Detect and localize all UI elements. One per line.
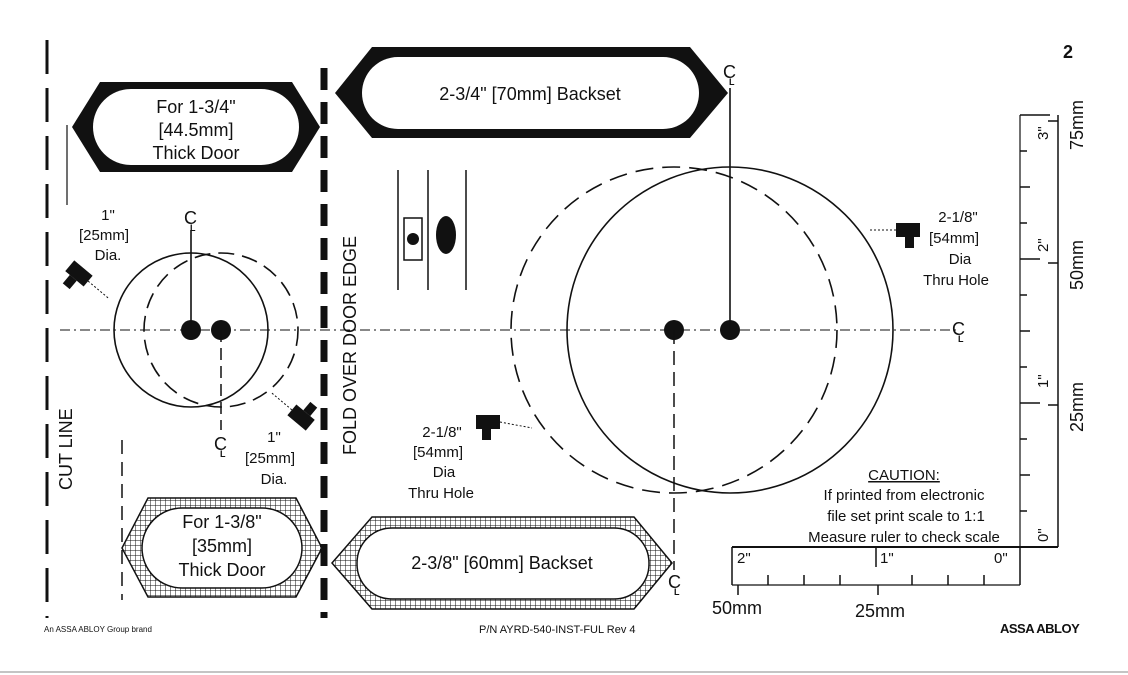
footer-logo: ASSA ABLOY — [1000, 621, 1080, 636]
svg-text:Measure ruler to check scale: Measure ruler to check scale — [808, 529, 1000, 546]
svg-text:25mm: 25mm — [855, 601, 905, 621]
svg-text:If printed from electronic: If printed from electronic — [824, 487, 985, 504]
drill-icon — [870, 223, 920, 248]
svg-text:2-3/8" [60mm] Backset: 2-3/8" [60mm] Backset — [411, 553, 592, 573]
thru-bore-holes — [510, 88, 894, 570]
thru-hole-label-right: 2-1/8" [54mm] Dia Thru Hole — [923, 209, 989, 289]
svg-text:0": 0" — [1035, 528, 1052, 542]
svg-text:Thru Hole: Thru Hole — [923, 272, 989, 289]
svg-text:50mm: 50mm — [1067, 240, 1087, 290]
drill-icon — [62, 260, 109, 299]
svg-text:2-1/8": 2-1/8" — [938, 209, 978, 226]
svg-text:Thru Hole: Thru Hole — [408, 485, 474, 502]
fold-line-label: FOLD OVER DOOR EDGE — [340, 236, 360, 455]
svg-text:Dia.: Dia. — [261, 471, 288, 488]
horizontal-ruler: 2" 1" 0" 50mm 25mm — [712, 546, 1021, 621]
svg-text:3": 3" — [1035, 126, 1052, 140]
svg-text:L: L — [729, 77, 735, 87]
svg-text:Dia: Dia — [433, 464, 456, 481]
svg-text:[25mm]: [25mm] — [245, 450, 295, 467]
svg-text:[44.5mm]: [44.5mm] — [158, 120, 233, 140]
footer-part-number: P/N AYRD-540-INST-FUL Rev 4 — [479, 624, 636, 636]
svg-text:C: C — [668, 572, 681, 592]
svg-text:0": 0" — [994, 550, 1008, 567]
centerline-mark-backset-60: CL — [668, 572, 681, 597]
svg-text:Dia.: Dia. — [95, 247, 122, 264]
svg-text:[54mm]: [54mm] — [929, 230, 979, 247]
centerline-mark-edge-top: CL — [184, 208, 197, 233]
svg-text:Dia: Dia — [949, 251, 972, 268]
svg-text:2-3/4" [70mm] Backset: 2-3/4" [70mm] Backset — [439, 84, 620, 104]
svg-text:C: C — [214, 434, 227, 454]
svg-text:2-1/8": 2-1/8" — [422, 424, 462, 441]
edge-bore-holes — [113, 230, 299, 430]
svg-text:1": 1" — [101, 207, 115, 224]
svg-text:For 1-3/4": For 1-3/4" — [156, 97, 235, 117]
drill-icon — [271, 392, 318, 431]
centerline-mark-horizontal: CL — [952, 319, 965, 344]
badge-backset-70mm: 2-3/4" [70mm] Backset — [335, 47, 728, 138]
svg-text:25mm: 25mm — [1067, 382, 1087, 432]
badge-door-thickness-1-3-8: For 1-3/8" [35mm] Thick Door — [121, 497, 323, 598]
svg-text:Thick Door: Thick Door — [152, 143, 239, 163]
svg-text:C: C — [952, 319, 965, 339]
svg-text:L: L — [958, 334, 964, 344]
latch-diagram — [397, 170, 467, 290]
svg-text:L: L — [220, 449, 226, 459]
svg-text:C: C — [184, 208, 197, 228]
footer-brand-note: An ASSA ABLOY Group brand — [44, 625, 152, 634]
svg-text:file set print scale to 1:1: file set print scale to 1:1 — [827, 508, 985, 525]
svg-text:[35mm]: [35mm] — [192, 536, 252, 556]
svg-text:[54mm]: [54mm] — [413, 444, 463, 461]
svg-text:1": 1" — [880, 550, 894, 567]
edge-hole-label-top: 1" [25mm] Dia. — [79, 207, 129, 264]
badge-door-thickness-1-3-4: For 1-3/4" [44.5mm] Thick Door — [72, 82, 320, 172]
svg-text:2": 2" — [1035, 238, 1052, 252]
drill-icon — [476, 415, 533, 440]
thru-hole-label-left: 2-1/8" [54mm] Dia Thru Hole — [408, 424, 474, 502]
svg-text:Thick Door: Thick Door — [178, 560, 265, 580]
svg-text:1": 1" — [267, 429, 281, 446]
svg-text:2": 2" — [737, 550, 751, 567]
centerline-mark-edge-bottom: CL — [214, 434, 227, 459]
centerline-mark-backset-70: CL — [723, 62, 736, 87]
svg-text:CAUTION:: CAUTION: — [868, 467, 940, 484]
svg-text:For 1-3/8": For 1-3/8" — [182, 512, 261, 532]
svg-text:L: L — [190, 223, 196, 233]
caution-note: CAUTION: If printed from electronic file… — [808, 467, 1000, 546]
svg-text:50mm: 50mm — [712, 598, 762, 618]
page-number: 2 — [1063, 42, 1073, 62]
svg-text:C: C — [723, 62, 736, 82]
svg-text:75mm: 75mm — [1067, 100, 1087, 150]
vertical-ruler: 3" 2" 1" 0" 75mm 50mm 25mm — [1019, 100, 1087, 548]
edge-hole-label-bottom: 1" [25mm] Dia. — [245, 429, 295, 488]
svg-text:L: L — [674, 587, 680, 597]
badge-backset-60mm: 2-3/8" [60mm] Backset — [331, 516, 673, 610]
svg-text:[25mm]: [25mm] — [79, 227, 129, 244]
cut-line-label: CUT LINE — [56, 408, 76, 490]
svg-text:1": 1" — [1035, 374, 1052, 388]
